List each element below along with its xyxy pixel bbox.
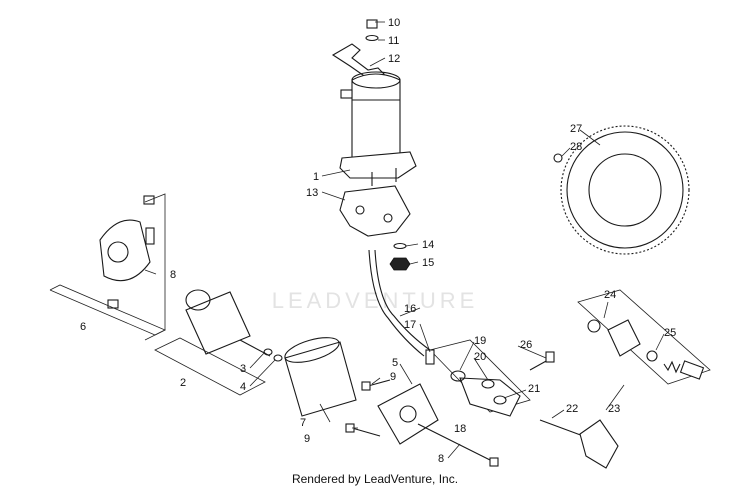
bracket-2: [154, 337, 266, 396]
callout-4: 4: [240, 381, 246, 393]
through-bolt-8: [417, 423, 495, 463]
through-bolt-head: [489, 457, 499, 467]
callout-15: 14: [422, 239, 434, 251]
bendix-pinion: [607, 319, 641, 357]
callout-29: 28: [570, 141, 582, 153]
callout-10: 7: [300, 417, 306, 429]
ring-gear-inner-rim: [566, 131, 684, 249]
motor-flange: [339, 151, 417, 179]
nut-11: [366, 19, 378, 29]
motor-terminal: [340, 89, 353, 99]
watermark-text: LEADVENTURE: [272, 288, 479, 313]
callout-14: 13: [306, 187, 318, 199]
callout-25: 24: [604, 289, 616, 301]
housing-rim: [284, 337, 340, 363]
bendix-part-1: [587, 319, 601, 333]
callout-8: 8: [438, 453, 444, 465]
washer-3: [263, 348, 273, 356]
ring-gear-hub: [588, 153, 662, 227]
bracket-7: [144, 193, 166, 341]
bolt-9-lower: [351, 427, 381, 437]
callout-6: 6: [80, 321, 86, 333]
callout-1: 1: [313, 171, 319, 183]
washer-12: [365, 34, 379, 42]
bolt-27-head: [545, 351, 555, 363]
callout-22: 21: [528, 383, 540, 395]
bolt-9-upper: [367, 379, 391, 387]
nut-16: [389, 257, 411, 271]
washer-15: [393, 242, 407, 250]
fitting-18: [425, 349, 435, 365]
bolt-27: [529, 359, 549, 371]
washer-4: [273, 354, 283, 362]
reduction-housing: [459, 377, 521, 417]
brush-plate-center: [107, 241, 129, 263]
end-cap-5: [377, 383, 439, 445]
bendix-collar: [646, 350, 658, 362]
callout-7: 8: [170, 269, 176, 281]
callout-28: 27: [570, 123, 582, 135]
callout-12: 11: [388, 35, 399, 47]
brush-holder-assembly: [99, 193, 166, 341]
ring-gear-28: [560, 125, 690, 255]
leader-lines: [144, 21, 665, 459]
callout-3: 3: [240, 363, 246, 375]
cable-17: [368, 249, 425, 357]
brush-6: [107, 299, 119, 309]
armature-core: [185, 291, 251, 355]
callout-13: 12: [388, 53, 400, 65]
callout-9-lower: 9: [304, 433, 310, 445]
bracket-25-26: [577, 289, 711, 385]
flange-plate-14: [339, 185, 411, 237]
bendix-cap: [679, 360, 705, 380]
bracket-6: [49, 284, 166, 336]
commutator: [185, 289, 211, 311]
ring-gear-assembly: [553, 125, 690, 255]
brush-plate: [99, 219, 151, 282]
armature-assembly: [185, 289, 283, 362]
callout-18: 17: [404, 319, 416, 331]
oring-20: [450, 370, 466, 382]
oring-22: [493, 395, 507, 405]
callout-26: 25: [664, 327, 676, 339]
callout-labels: 10 11 12 1 13 14 15 16 17 27 28 8 6 3 4 …: [80, 17, 676, 465]
callout-27: 26: [520, 339, 532, 351]
callout-16: 15: [422, 257, 434, 269]
field-housing-10: [284, 337, 357, 417]
housing-body: [284, 341, 357, 417]
cable-17-edge: [374, 249, 431, 351]
mounting-bracket: [331, 43, 385, 81]
brush-stud: [145, 227, 155, 245]
end-cap-hole: [399, 405, 417, 423]
drive-gear-24: [579, 419, 619, 469]
flange-hole-1: [355, 205, 365, 215]
callout-20: 19: [474, 335, 486, 347]
bendix-spring: [663, 360, 681, 374]
callout-19: 18: [454, 423, 466, 435]
flange-hole-2: [383, 213, 393, 223]
callout-23: 22: [566, 403, 578, 415]
footer-credit: Rendered by LeadVenture, Inc.: [291, 472, 459, 486]
starter-motor-assembly: [331, 19, 417, 271]
callout-11: 10: [388, 17, 400, 29]
callout-5: 5: [392, 357, 398, 369]
screw-29: [553, 153, 563, 163]
callout-21: 20: [474, 351, 486, 363]
callout-9-upper: 9: [390, 371, 396, 383]
callout-24: 23: [608, 403, 620, 415]
armature-shaft: [239, 339, 271, 357]
bolt-9-upper-head: [361, 381, 371, 391]
callout-2: 2: [180, 377, 186, 389]
motor-top-cap: [351, 71, 401, 89]
callout-17: 16: [404, 303, 416, 315]
